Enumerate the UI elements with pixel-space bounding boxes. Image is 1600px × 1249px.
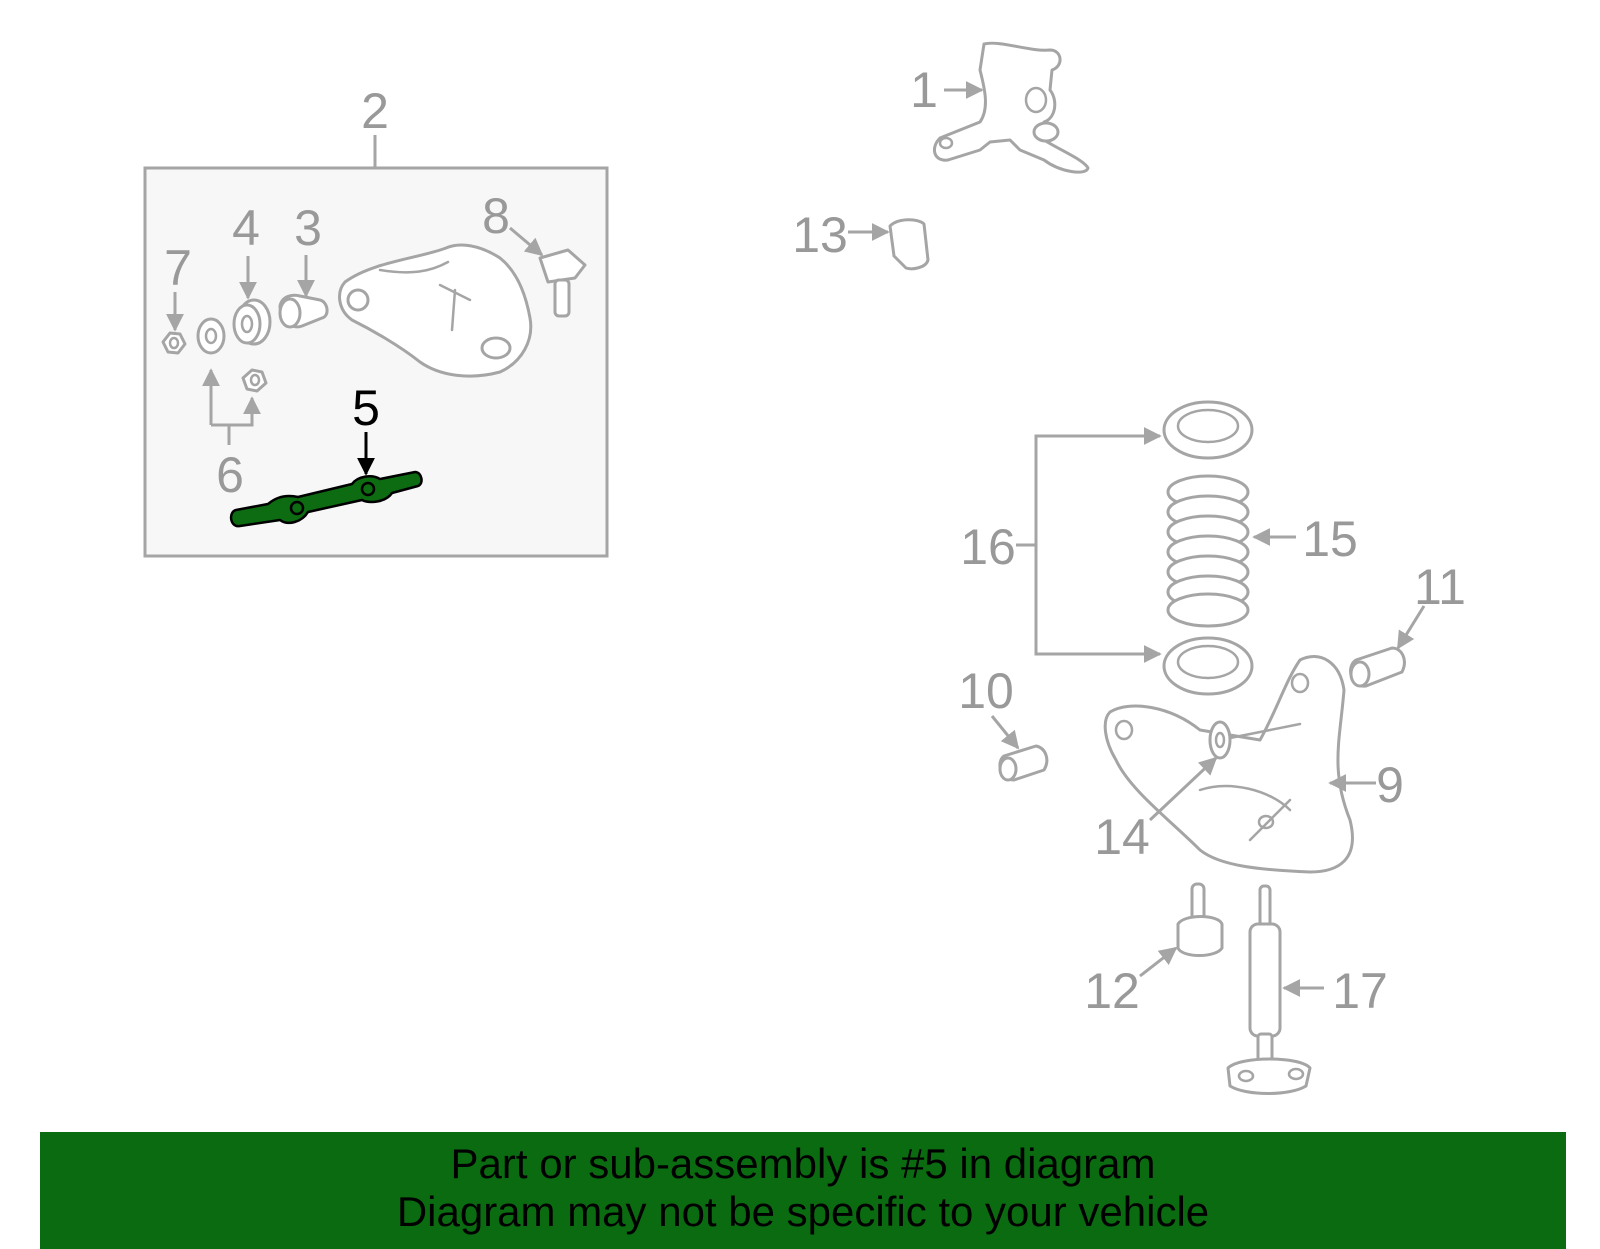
callout-16: 16 — [960, 519, 1016, 575]
callout-5: 5 — [352, 380, 380, 436]
lower-control-arm-part-9: 9 — [1103, 655, 1404, 874]
rebound-bumper-part-12: 12 — [1084, 882, 1224, 1019]
washer-nut-part-6: 6 — [196, 317, 268, 503]
info-banner: Part or sub-assembly is #5 in diagram Di… — [40, 1132, 1566, 1249]
callout-8: 8 — [482, 188, 510, 244]
callout-10: 10 — [958, 663, 1014, 719]
highlighted-shaft-part-5: 5 — [229, 380, 423, 528]
callout-14: 14 — [1094, 809, 1150, 865]
upper-control-arm-part — [338, 243, 533, 378]
callout-13: 13 — [792, 207, 848, 263]
banner-line-part-number: Part or sub-assembly is #5 in diagram — [450, 1140, 1156, 1187]
bushing-part-11: 11 — [1349, 559, 1466, 688]
lower-ball-joint-part-14: 14 — [1094, 720, 1302, 865]
callout-12: 12 — [1084, 963, 1140, 1019]
callout-7: 7 — [164, 240, 192, 296]
nut-part-7: 7 — [161, 240, 192, 355]
callout-1: 1 — [910, 62, 938, 118]
callout-6: 6 — [216, 447, 244, 503]
bushing-part-4: 4 — [232, 200, 272, 346]
bushing-part-10: 10 — [958, 663, 1049, 782]
coil-spring-part-15: 15 — [1166, 474, 1358, 628]
banner-line-disclaimer: Diagram may not be specific to your vehi… — [396, 1188, 1210, 1235]
callout-9: 9 — [1376, 757, 1404, 813]
shock-absorber-part-17: 17 — [1226, 884, 1388, 1095]
callout-11: 11 — [1414, 559, 1466, 615]
spring-insulator-part-16: 16 — [960, 400, 1254, 696]
callout-3: 3 — [294, 200, 322, 256]
callout-17: 17 — [1332, 963, 1388, 1019]
callout-2: 2 — [361, 83, 389, 139]
callout-15: 15 — [1302, 511, 1358, 567]
steering-knuckle-part-1: 1 — [910, 41, 1090, 174]
bump-stop-part-13: 13 — [792, 207, 930, 271]
bushing-part-3: 3 — [278, 200, 329, 329]
callout-4: 4 — [232, 200, 260, 256]
upper-ball-joint-part: 8 — [482, 188, 587, 318]
